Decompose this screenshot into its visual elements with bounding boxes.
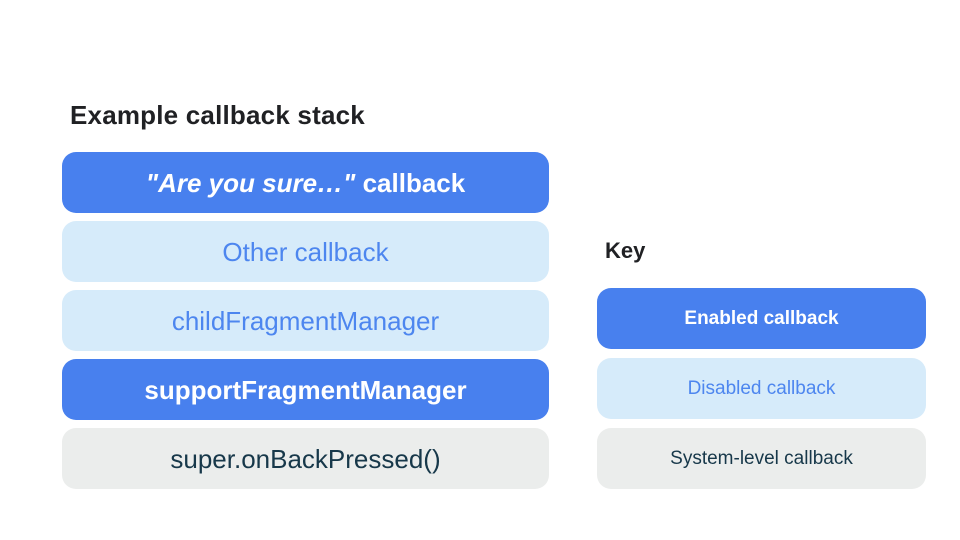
stack-item-support-fragment-manager: supportFragmentManager — [62, 359, 549, 420]
callback-stack: "Are you sure…" callback Other callback … — [62, 152, 549, 489]
key-item-enabled-callback: Enabled callback — [597, 288, 926, 349]
key-item-disabled-callback: Disabled callback — [597, 358, 926, 419]
stack-item-child-fragment-manager: childFragmentManager — [62, 290, 549, 351]
stack-item-super-onbackpressed: super.onBackPressed() — [62, 428, 549, 489]
key-title: Key — [605, 238, 646, 263]
diagram-title: Example callback stack — [70, 100, 365, 130]
key-item-system-level-callback: System-level callback — [597, 428, 926, 489]
stack-item-other-callback: Other callback — [62, 221, 549, 282]
key-legend: Enabled callback Disabled callback Syste… — [597, 288, 926, 489]
stack-item-label-rest: callback — [355, 167, 466, 198]
stack-item-are-you-sure-callback: "Are you sure…" callback — [62, 152, 549, 213]
stack-item-label-quoted: "Are you sure…" — [145, 167, 356, 198]
